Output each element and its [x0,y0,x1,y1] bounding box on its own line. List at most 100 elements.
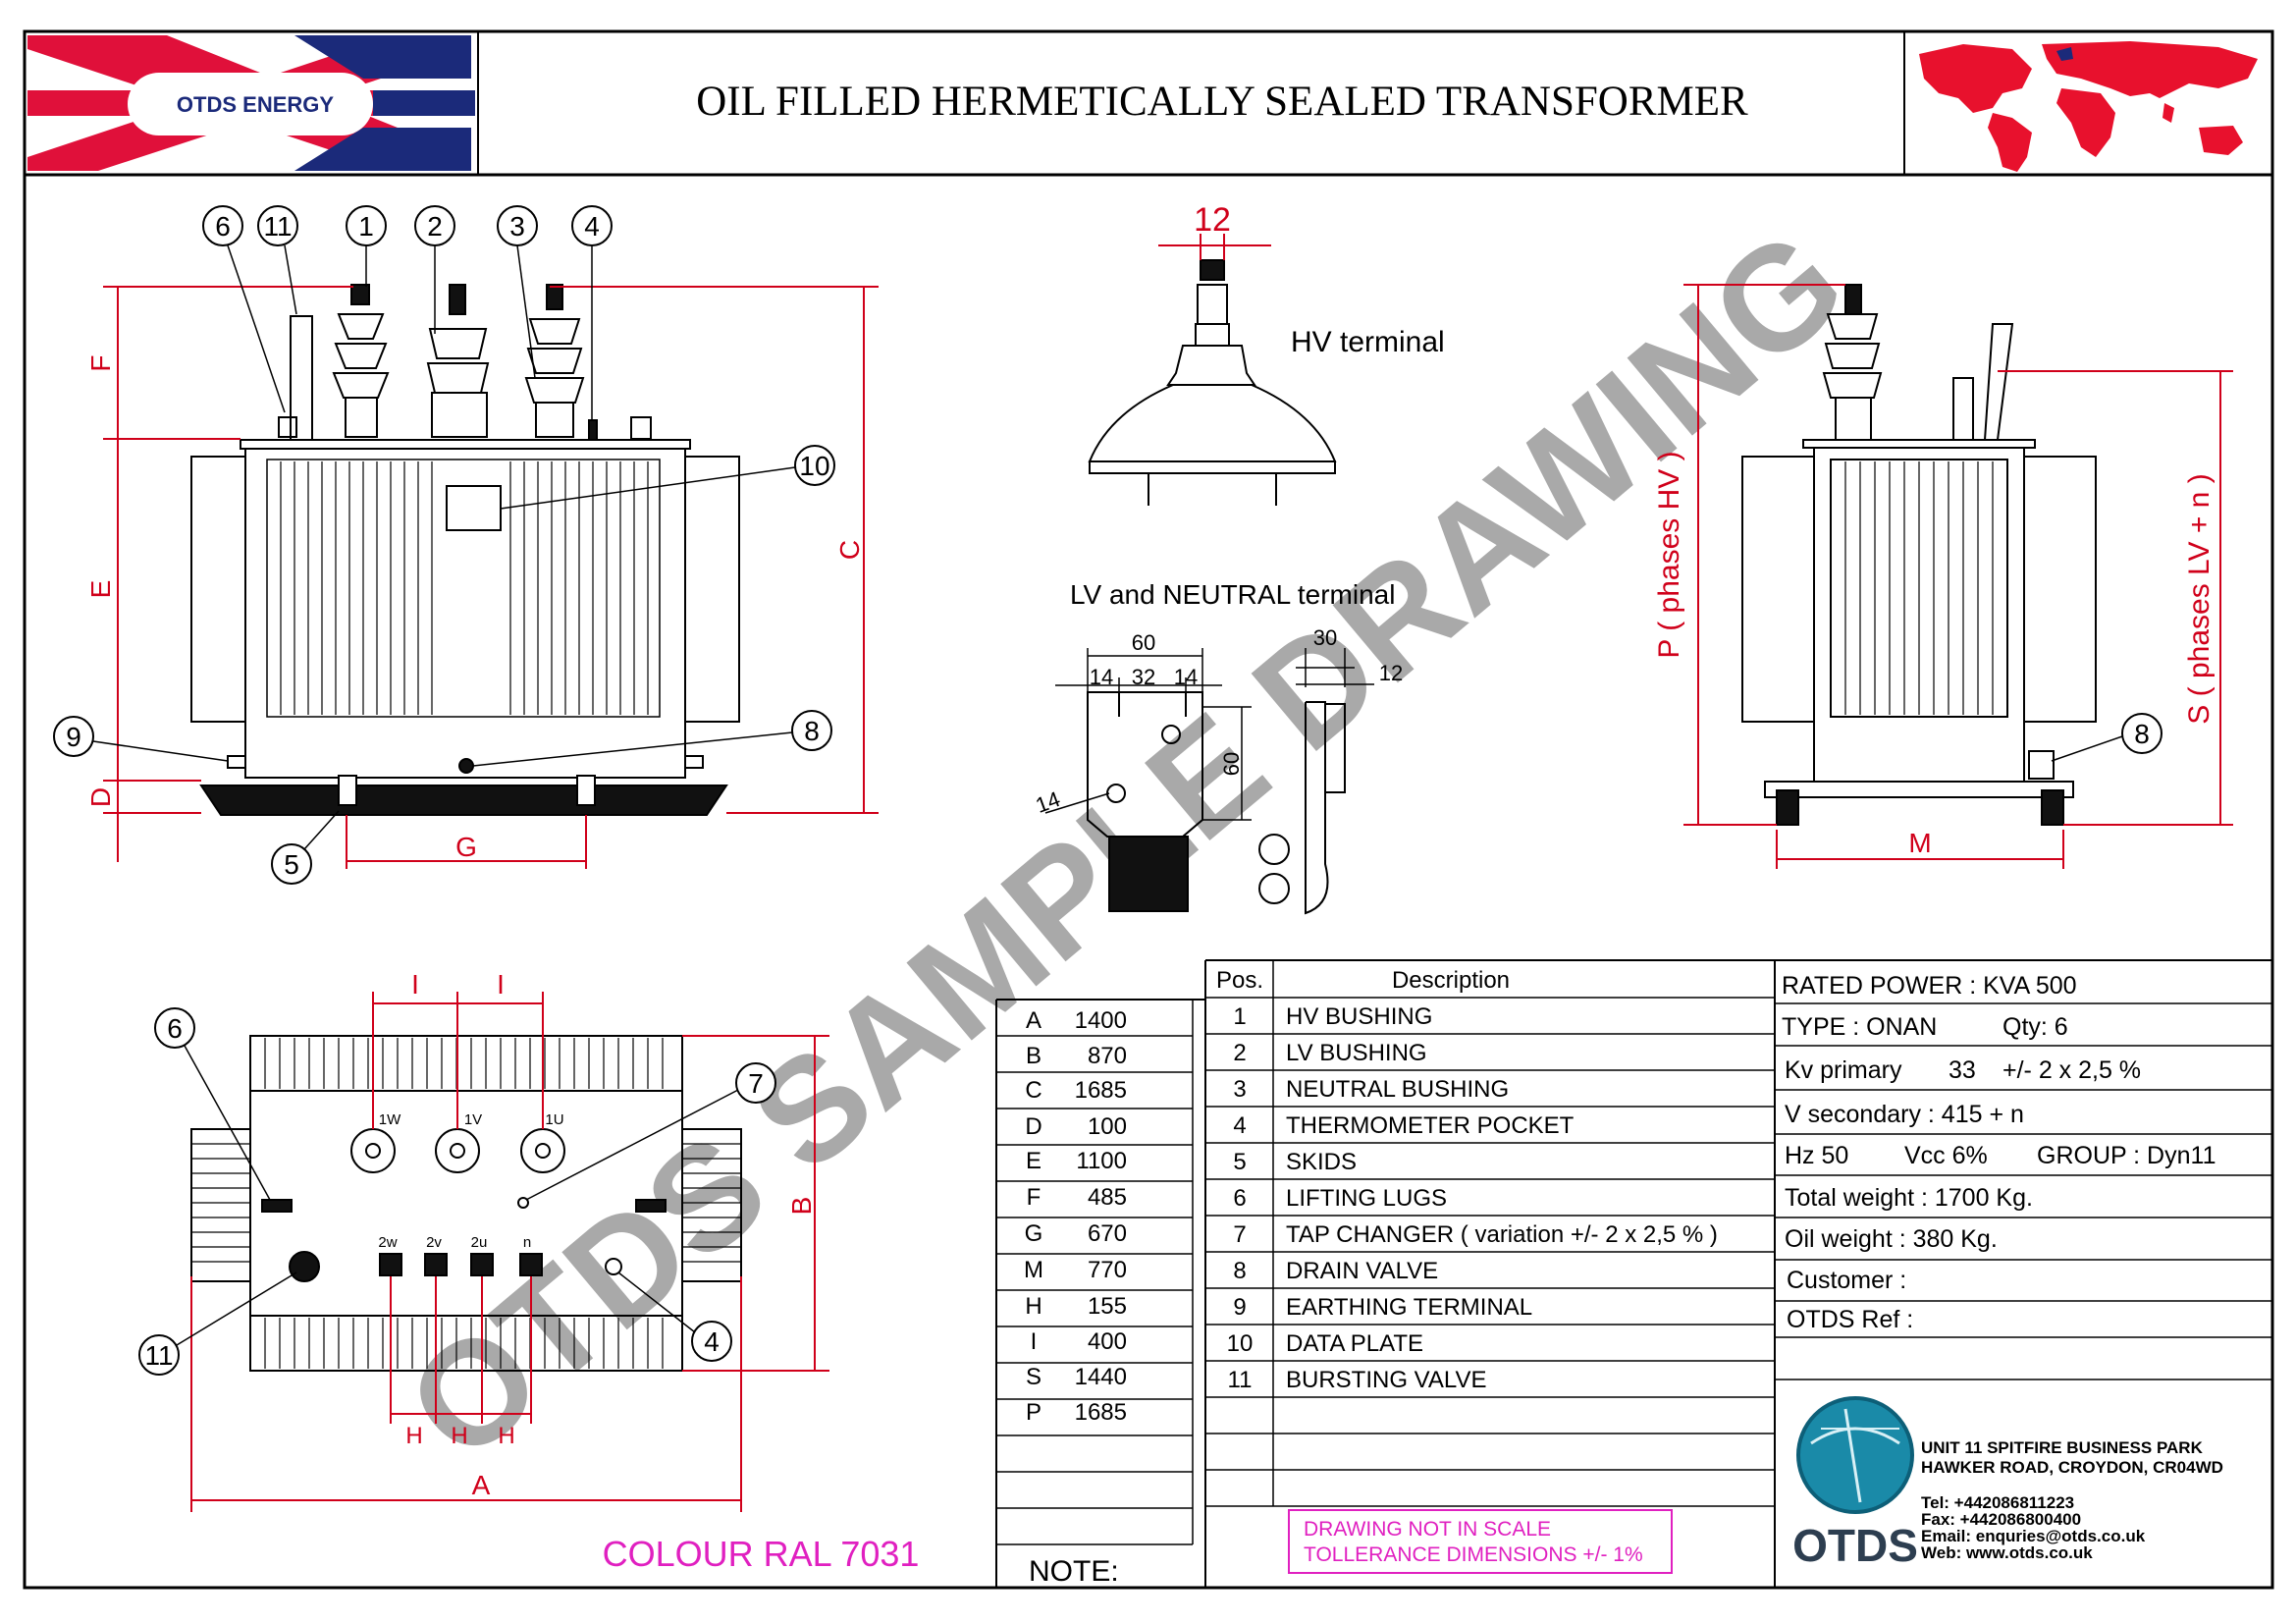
part-pos: 7 [1233,1221,1246,1248]
front-leaders [92,244,796,850]
part-pos: 9 [1233,1294,1246,1321]
top-dim-labels: I I B A H H H [405,969,817,1500]
dim-row-value: 155 [1088,1293,1127,1320]
note-label: NOTE: [1029,1555,1119,1588]
lv-dim-32: 32 [1132,665,1155,689]
dim-P-label: P ( phases HV ) [1653,451,1685,658]
dim-C-label: C [834,540,865,560]
front-fin-lines [280,461,649,715]
lifting-lug-left [278,416,297,438]
dim-row-key: S [1026,1364,1041,1390]
dim-row-value: 870 [1088,1043,1127,1069]
part-pos: 10 [1227,1330,1254,1357]
spec-rated-power: RATED POWER : KVA 500 [1782,972,2077,1000]
drain-valve [458,758,474,774]
spec-type: TYPE : ONAN [1782,1013,1937,1041]
company-address-line1: UNIT 11 SPITFIRE BUSINESS PARK [1921,1438,2204,1457]
top-leaders [176,1045,739,1346]
dim-row-value: 400 [1088,1328,1127,1355]
front-cover [240,439,691,450]
specs-block: RATED POWER : KVA 500 TYPE : ONAN Qty: 6… [1782,972,2216,1333]
callout-9: 9 [66,722,81,752]
company-fax: Fax: +442086800400 [1921,1510,2081,1529]
lv-dim-14b: 14 [1174,665,1198,689]
callout-3: 3 [509,211,525,242]
top-callout-7: 7 [748,1068,764,1099]
otds-energy-logo: OTDS ENERGY [27,35,475,171]
otds-logo-text: OTDS [1792,1520,1918,1571]
spec-kv-primary-label: Kv primary [1785,1056,1902,1084]
dim-B-label: B [786,1197,817,1216]
part-pos: 5 [1233,1149,1246,1175]
hv-terminal-dim-label: 12 [1194,201,1231,239]
lv-terminal-dim-lines [1044,648,1374,821]
terminal-2w: 2w [378,1234,397,1251]
side-view [1741,284,2097,826]
company-address: UNIT 11 SPITFIRE BUSINESS PARK HAWKER RO… [1921,1438,2223,1562]
dim-E-label: E [85,580,116,599]
callout-5: 5 [284,849,299,880]
logo-text: OTDS ENERGY [177,92,334,117]
dim-row-key: D [1025,1113,1041,1140]
callout-10: 10 [799,451,829,481]
dim-H-1: H [405,1423,422,1449]
otds-company-logo: OTDS [1792,1396,1918,1571]
scale-note-box [1288,1509,1673,1574]
drawing-title: OIL FILLED HERMETICALLY SEALED TRANSFORM… [696,79,1748,125]
terminal-1V: 1V [464,1111,482,1128]
front-radiator-left [190,456,246,723]
spec-otds-ref: OTDS Ref : [1787,1306,1913,1333]
dim-H-3: H [498,1423,514,1449]
lv-dim-14a: 14 [1090,665,1113,689]
part-desc: LIFTING LUGS [1286,1185,1447,1212]
spec-qty: Qty: 6 [2002,1013,2068,1041]
dim-row-key: M [1024,1257,1043,1283]
top-callout-4: 4 [704,1326,720,1357]
dim-row-value: 1685 [1075,1399,1127,1426]
part-pos: 8 [1233,1258,1246,1284]
callout-4: 4 [584,211,600,242]
colour-note: COLOUR RAL 7031 [603,1534,920,1574]
dim-row-value: 1440 [1075,1364,1127,1390]
lifting-lug-right [630,416,652,440]
dim-row-key: F [1027,1184,1041,1211]
callout-11: 11 [263,211,292,242]
dim-row-value: 670 [1088,1220,1127,1247]
dim-A-label: A [472,1470,491,1500]
dim-I-right: I [497,969,505,1000]
thermometer-pocket [588,419,598,441]
parts-header-description: Description [1392,967,1510,994]
part-pos: 11 [1228,1367,1253,1393]
part-desc: BURSTING VALVE [1286,1367,1487,1393]
company-email: Email: enquries@otds.co.uk [1921,1527,2146,1545]
spec-kv-primary-value: 33 [1949,1056,1976,1084]
company-tel: Tel: +442086811223 [1921,1493,2074,1512]
part-pos: 2 [1233,1040,1246,1066]
part-desc: EARTHING TERMINAL [1286,1294,1532,1321]
top-dimension-lines [190,992,829,1512]
parts-table: Pos. Description 1 HV BUSHING 2 LV BUSHI… [1216,967,1718,1393]
front-skid [199,784,728,816]
side-callout-leader [2051,735,2123,762]
dim-row-value: 1400 [1075,1007,1127,1034]
front-radiator-right [684,456,740,723]
dim-D-label: D [85,787,116,807]
callout-1: 1 [358,211,374,242]
company-web: Web: www.otds.co.uk [1921,1543,2093,1562]
part-desc: DATA PLATE [1286,1330,1423,1357]
parts-table-grid [1205,960,1775,1507]
dim-row-key: H [1025,1293,1041,1320]
part-pos: 4 [1233,1112,1246,1139]
dim-G-label: G [455,832,477,862]
lv-dim-30: 30 [1313,625,1337,650]
front-callouts [53,205,835,885]
terminal-1W: 1W [379,1111,401,1128]
company-address-line2: HAWKER ROAD, CROYDON, CR04WD [1921,1458,2223,1477]
dimensions-table-grid [996,1000,1194,1545]
callout-2: 2 [427,211,443,242]
spec-customer: Customer : [1787,1267,1906,1294]
top-terminal-labels: 1W 1V 1U 2w 2v 2u n [378,1111,563,1251]
dim-row-value: 485 [1088,1184,1127,1211]
parts-header-pos: Pos. [1216,967,1263,994]
